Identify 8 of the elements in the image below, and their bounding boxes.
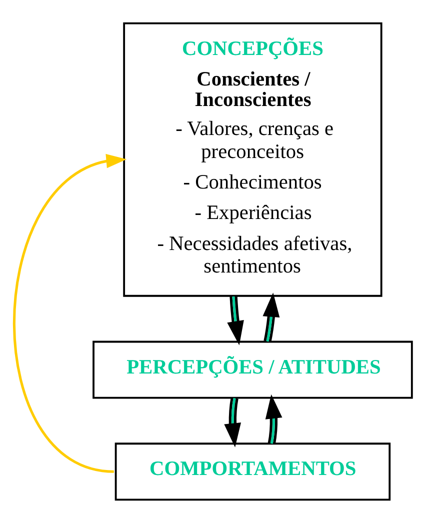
node-box: CONCEPÇÕES Conscientes / Inconscientes - Valores, crenças e preconceitos - Conhecimentos - Experiências - Necessidades afetivas, sentimentos bbox=[122, 22, 382, 296]
arrow bbox=[224, 397, 241, 447]
node-box: PERCEPÇÕES / ATITUDES bbox=[92, 340, 412, 398]
arrow bbox=[264, 394, 282, 444]
arrow bbox=[262, 292, 280, 342]
arrow bbox=[12, 153, 126, 472]
arrow bbox=[226, 296, 244, 345]
node-box: COMPORTAMENTOS bbox=[114, 442, 390, 500]
